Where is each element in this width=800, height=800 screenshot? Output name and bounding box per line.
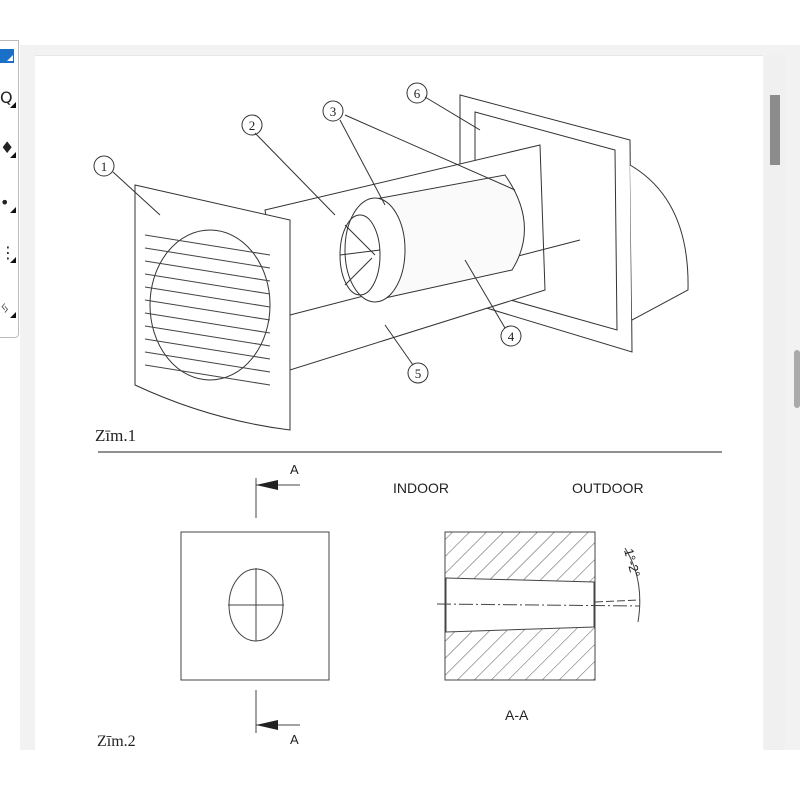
section-arrow-top: [256, 480, 278, 490]
angle-label: 1°-2°: [621, 547, 643, 579]
callout-4: 4: [508, 329, 515, 344]
callout-2: 2: [249, 118, 256, 133]
front-grille: [134, 184, 291, 431]
fan-assembly-illustration: [93, 82, 689, 431]
section-label: A-A: [505, 707, 529, 723]
shape-tool-button[interactable]: ♦: [0, 136, 16, 158]
callout-leaders: [112, 96, 516, 366]
select-tool-button[interactable]: [0, 49, 14, 63]
section-mark-bottom: A: [290, 732, 299, 747]
window-scrollbar-thumb[interactable]: [794, 350, 800, 408]
pen-tool-icon: •: [0, 193, 10, 212]
pen-tool-button[interactable]: •: [0, 191, 16, 213]
wall-front-view: [180, 478, 330, 733]
outdoor-hood: [629, 164, 689, 321]
annotation-toolbar: Q ♦ • ⋮ ᛃ: [0, 40, 19, 338]
dropdown-corner-icon: [10, 102, 16, 108]
outdoor-label: OUTDOOR: [572, 480, 644, 496]
impeller-ring: [344, 197, 406, 303]
zoom-tool-button[interactable]: Q: [0, 86, 16, 108]
callout-3: 3: [330, 104, 337, 119]
figure-2-caption: Zīm.2: [97, 733, 136, 750]
stamp-tool-icon: ᛃ: [0, 298, 10, 317]
dropdown-corner-icon: [7, 55, 13, 61]
dropdown-corner-icon: [10, 257, 16, 263]
zoom-tool-icon: Q: [0, 88, 13, 107]
impeller-blades: [339, 224, 381, 286]
section-mark-top: A: [290, 462, 299, 477]
document-page: [35, 55, 763, 751]
grille-circle: [149, 229, 271, 381]
section-arrow-bottom: [256, 720, 278, 730]
dropdown-corner-icon: [10, 152, 16, 158]
dropdown-corner-icon: [10, 312, 16, 318]
wall-section-view: [436, 531, 641, 681]
callout-circles: [93, 82, 522, 384]
measure-tool-button[interactable]: ⋮: [0, 241, 16, 263]
motor-cylinder: [369, 174, 525, 299]
viewer-bottom-edge: [0, 750, 800, 800]
grille-louvers: [144, 234, 271, 386]
callout-1: 1: [101, 159, 108, 174]
callout-5: 5: [415, 366, 422, 381]
figure-1-caption: Zīm.1: [95, 426, 136, 445]
page-scrollbar[interactable]: [765, 55, 785, 750]
dropdown-corner-icon: [10, 207, 16, 213]
page-scrollbar-thumb[interactable]: [770, 95, 780, 165]
indoor-label: INDOOR: [393, 480, 449, 496]
stamp-tool-button[interactable]: ᛃ: [0, 296, 16, 318]
callout-6: 6: [414, 86, 421, 101]
